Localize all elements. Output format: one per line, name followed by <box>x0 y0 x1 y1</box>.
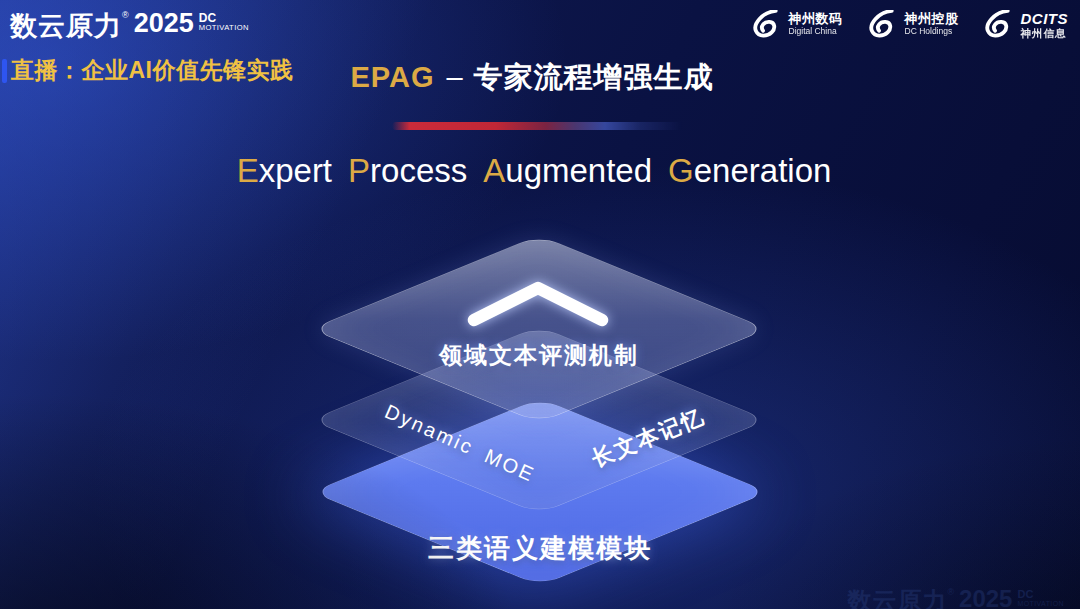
brand-subtext: DC MOTIVATION <box>1017 589 1064 607</box>
registered-mark: ® <box>122 10 129 20</box>
chevron-icon <box>465 276 611 330</box>
subtitle-english: ExpertProcessAugmentedGeneration <box>0 152 1074 190</box>
swirl-icon <box>749 10 784 39</box>
brand-logo-bottom: 数云原力® 2025 DC MOTIVATION <box>847 585 1064 609</box>
swirl-icon <box>981 10 1016 39</box>
title-chinese: 专家流程增强生成 <box>474 61 714 93</box>
brand-name: 数云原力 <box>10 8 122 44</box>
brand-subtext: DC MOTIVATION <box>199 12 249 32</box>
title-acronym: EPAG <box>350 61 434 93</box>
swirl-icon <box>865 10 900 39</box>
partner-logos: 神州数码 Digital China 神州控股 DC Holdings DCIT… <box>749 10 1069 39</box>
partner-digital-china: 神州数码 Digital China <box>749 10 843 39</box>
partner-dcits: DCITS 神州信息 <box>981 10 1069 39</box>
page-title: EPAG–专家流程增强生成 <box>0 58 1072 98</box>
brand-year: 2025 <box>134 8 194 39</box>
brand-logo-top: 数云原力® 2025 DC MOTIVATION <box>10 8 249 44</box>
layer-top-label: 领域文本评测机制 <box>389 340 689 371</box>
gradient-divider <box>392 122 688 130</box>
partner-dc-holdings: 神州控股 DC Holdings <box>865 10 959 39</box>
layer-bottom-label: 三类语义建模模块 <box>390 531 690 566</box>
